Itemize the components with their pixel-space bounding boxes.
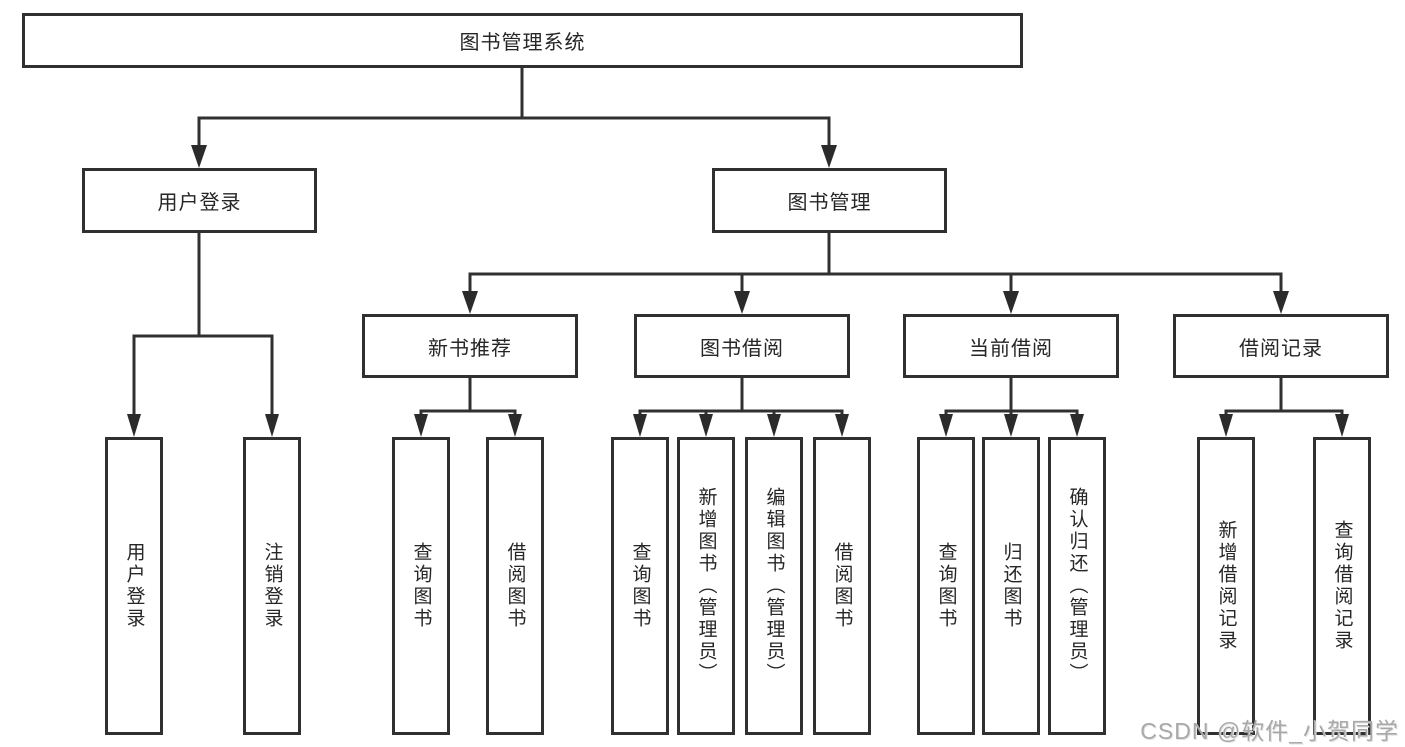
arrowhead [699,414,713,437]
leaf-query-borrow-record: 查询借阅记录 [1313,437,1371,735]
leaf-add-books-admin: 新增图书（管理员） [677,437,735,735]
arrowhead [821,145,837,168]
connector-borrow-records-to-leaves [1219,376,1349,437]
leaf-logout: 注销登录 [243,437,301,735]
arrowhead [1004,414,1018,437]
leaf-borrow-books-recommend: 借阅图书 [486,437,544,735]
connector-root-to-level2 [191,66,837,168]
node-book-borrowing: 图书借阅 [634,314,850,378]
leaf-query-books-borrowing: 查询图书 [611,437,669,735]
leaf-add-borrow-record: 新增借阅记录 [1197,437,1255,735]
csdn-watermark: CSDN @软件_小贺同学 [1140,718,1399,744]
node-borrow-records: 借阅记录 [1173,314,1389,378]
arrowhead [462,291,478,314]
leaf-edit-books-admin: 编辑图书（管理员） [745,437,803,735]
arrowhead [734,291,750,314]
node-book-management-system: 图书管理系统 [22,13,1023,68]
arrowhead [508,414,522,437]
arrowhead [1335,414,1349,437]
arrowhead [414,414,428,437]
arrowhead [1003,291,1019,314]
arrowhead [767,414,781,437]
arrowhead [1070,414,1084,437]
arrowhead [633,414,647,437]
arrowhead [191,145,207,168]
leaf-query-books-current: 查询图书 [917,437,975,735]
arrowhead [1219,414,1233,437]
connector-current-borrowing-to-leaves [939,376,1084,437]
node-current-borrowing: 当前借阅 [903,314,1119,378]
leaf-confirm-return-admin: 确认归还（管理员） [1048,437,1106,735]
connector-book-borrowing-to-leaves [633,376,849,437]
node-user-login: 用户登录 [82,168,317,233]
connector-new-books-to-leaves [414,376,522,437]
connector-book-management-to-level3 [462,231,1289,314]
arrowhead [1273,291,1289,314]
arrowhead [127,414,141,437]
leaf-query-books-recommend: 查询图书 [392,437,450,735]
node-book-management: 图书管理 [712,168,947,233]
arrowhead [939,414,953,437]
connector-user-login-to-leaves [127,231,279,437]
arrowhead [835,414,849,437]
leaf-return-books: 归还图书 [982,437,1040,735]
leaf-borrow-books: 借阅图书 [813,437,871,735]
arrowhead [265,414,279,437]
node-new-book-recommendation: 新书推荐 [362,314,578,378]
leaf-user-login: 用户登录 [105,437,163,735]
